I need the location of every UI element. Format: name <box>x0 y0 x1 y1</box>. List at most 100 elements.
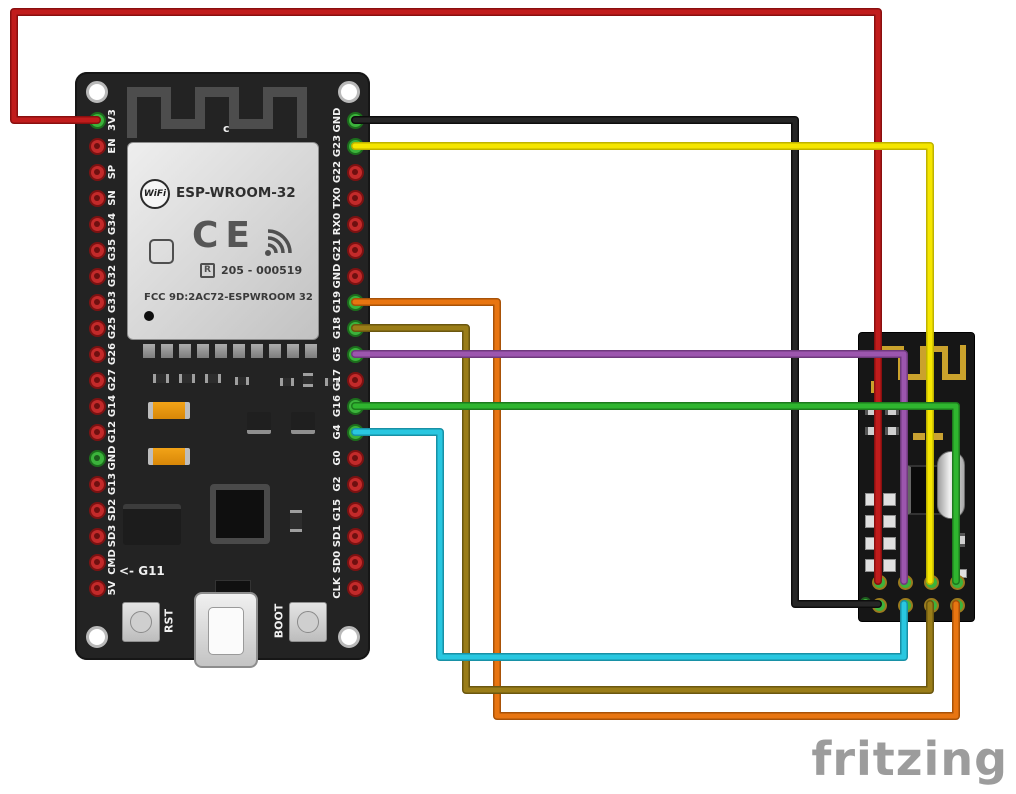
shield-dot <box>144 311 154 321</box>
silkscreen-box <box>865 537 878 550</box>
esp32-pin-left-g13[interactable] <box>88 475 106 493</box>
esp32-pin-left-g26[interactable] <box>88 345 106 363</box>
esp32-pin-left-gnd[interactable] <box>88 449 106 467</box>
esp32-pin-right-g0[interactable] <box>346 449 364 467</box>
esp32-pin-left-g14[interactable] <box>88 397 106 415</box>
voltage-regulator <box>123 504 181 545</box>
esp32-pin-right-gnd[interactable] <box>346 267 364 285</box>
smd-component <box>205 374 221 383</box>
registration-r-icon: R <box>200 263 215 278</box>
esp32-pin-left-sn[interactable] <box>88 189 106 207</box>
esp32-pin-right-rx0[interactable] <box>346 215 364 233</box>
esp32-pin-right-g18[interactable] <box>346 319 364 337</box>
esp32-pin-left-sp[interactable] <box>88 163 106 181</box>
smd-component <box>865 407 879 415</box>
ground-via <box>860 597 871 608</box>
smd-component <box>955 533 965 547</box>
castellation-pad <box>143 344 155 358</box>
castellation-pad <box>197 344 209 358</box>
wire-g18-outline[interactable] <box>351 324 934 694</box>
wire-g18[interactable] <box>352 325 933 693</box>
esp32-pin-right-g15[interactable] <box>346 501 364 519</box>
esp32-pin-right-g4[interactable] <box>346 423 364 441</box>
smd-component <box>931 433 943 440</box>
capacitor <box>148 448 190 465</box>
esp32-pin-right-g5[interactable] <box>346 345 364 363</box>
castellation-pad <box>269 344 281 358</box>
silkscreen-box <box>883 515 896 528</box>
wire-g23-outline[interactable] <box>351 142 934 585</box>
esp32-pin-right-g21[interactable] <box>346 241 364 259</box>
nrf24-pin-3[interactable] <box>923 574 939 590</box>
esp32-pin-left-sd2[interactable] <box>88 501 106 519</box>
qfn-chip <box>210 484 270 544</box>
esp32-pin-right-g2[interactable] <box>346 475 364 493</box>
boot-button-label: BOOT <box>272 603 286 639</box>
boot-button <box>289 602 327 642</box>
silkscreen-box <box>865 515 878 528</box>
mounting-hole <box>86 81 108 103</box>
esp32-pin-left-g34[interactable] <box>88 215 106 233</box>
wire-g23[interactable] <box>352 143 933 584</box>
nrf24-pin-8[interactable] <box>949 597 965 613</box>
esp32-pin-left-g33[interactable] <box>88 293 106 311</box>
esp32-pin-left-cmd[interactable] <box>88 553 106 571</box>
nrf24-pin-4[interactable] <box>949 574 965 590</box>
esp32-pin-right-tx0[interactable] <box>346 189 364 207</box>
smd-component <box>235 377 249 385</box>
silkscreen-box <box>865 493 878 506</box>
nrf24-pin-7[interactable] <box>923 597 939 613</box>
esp32-pin-left-3v3[interactable] <box>88 111 106 129</box>
wire-gnd-outline[interactable] <box>351 116 882 608</box>
esp32-pin-right-g23[interactable] <box>346 137 364 155</box>
nrf24-pin-2[interactable] <box>897 574 913 590</box>
esp32-pin-right-g19[interactable] <box>346 293 364 311</box>
smd-component <box>885 407 899 415</box>
mounting-hole <box>338 626 360 648</box>
wire-g4[interactable] <box>352 429 907 660</box>
esp32-pin-left-g32[interactable] <box>88 267 106 285</box>
wire-g5-outline[interactable] <box>351 350 908 585</box>
castellation-pad <box>215 344 227 358</box>
esp32-pin-right-g22[interactable] <box>346 163 364 181</box>
esp32-pin-label-left-5v: 5V <box>107 580 118 596</box>
esp32-pin-right-gnd[interactable] <box>346 111 364 129</box>
rst-button-label: RST <box>162 609 176 633</box>
smd-component <box>280 378 294 386</box>
nrf24-pin-5[interactable] <box>871 597 887 613</box>
esp32-pin-right-g17[interactable] <box>346 371 364 389</box>
silkscreen-box <box>883 493 896 506</box>
silkscreen-box <box>883 559 896 572</box>
smd-component <box>290 510 302 532</box>
esp32-board[interactable]: c WiFi ESP-WROOM-32 CE R 205 - 000519 FC… <box>75 72 370 668</box>
esp32-pin-left-g12[interactable] <box>88 423 106 441</box>
esp32-pin-left-g27[interactable] <box>88 371 106 389</box>
smd-component <box>179 374 195 383</box>
castellation-pad <box>233 344 245 358</box>
esp32-pin-left-g25[interactable] <box>88 319 106 337</box>
esp32-pin-right-g16[interactable] <box>346 397 364 415</box>
silkscreen-c-label: c <box>223 122 230 135</box>
wire-gnd[interactable] <box>352 117 881 607</box>
esp32-pin-left-5v[interactable] <box>88 579 106 597</box>
wire-g4-outline[interactable] <box>351 428 908 661</box>
nrf24-pin-6[interactable] <box>897 597 913 613</box>
esp32-pin-left-g35[interactable] <box>88 241 106 259</box>
wire-g5[interactable] <box>352 351 907 584</box>
esp32-pin-right-clk[interactable] <box>346 579 364 597</box>
smd-component <box>153 374 169 383</box>
esp32-pin-right-sd0[interactable] <box>346 553 364 571</box>
esp32-pin-left-sd3[interactable] <box>88 527 106 545</box>
esp32-pin-left-en[interactable] <box>88 137 106 155</box>
esp32-pin-label-right-clk: CLK <box>332 577 343 599</box>
fcc-id-label: FCC 9D:2AC72-ESPWROOM 32 <box>144 292 313 303</box>
smd-component <box>865 427 879 435</box>
nrf24l01-module[interactable] <box>858 332 975 622</box>
smd-component <box>885 427 899 435</box>
wifi-logo-icon: WiFi <box>140 179 170 209</box>
nrf24-pin-1[interactable] <box>871 574 887 590</box>
certification-icon <box>149 239 174 264</box>
wifi-arcs-icon <box>265 229 292 256</box>
esp32-pin-right-sd1[interactable] <box>346 527 364 545</box>
